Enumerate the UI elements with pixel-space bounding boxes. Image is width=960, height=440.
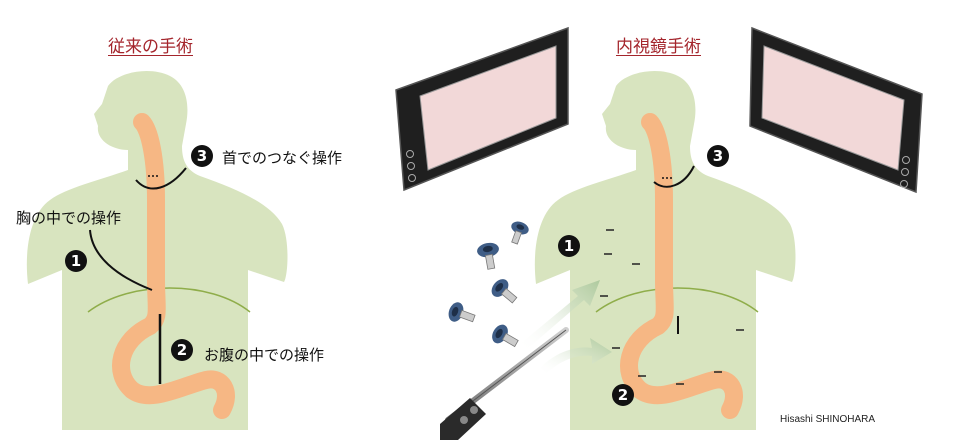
left-step-2-badge: 2 bbox=[171, 339, 193, 361]
right-panel-title: 内視鏡手術 bbox=[616, 37, 701, 57]
right-step-1-badge: 1 bbox=[558, 235, 580, 257]
left-diaphragm bbox=[87, 287, 251, 313]
trocar-port-icon bbox=[448, 302, 476, 323]
left-panel-title: 従来の手術 bbox=[108, 37, 193, 57]
right-port-marks bbox=[600, 229, 744, 385]
left-step-3-badge: 3 bbox=[191, 145, 213, 167]
left-body-figure bbox=[26, 71, 288, 431]
right-diaphragm bbox=[595, 287, 759, 313]
trocar-port-icon bbox=[477, 242, 499, 270]
left-monitor bbox=[395, 26, 569, 192]
left-chest-incision bbox=[89, 229, 153, 291]
right-esophagus bbox=[620, 113, 743, 419]
right-step-3-badge: 3 bbox=[707, 145, 729, 167]
trocar-port-icon bbox=[492, 324, 519, 348]
left-step-3-label: 首でのつなぐ操作 bbox=[222, 149, 343, 167]
left-neck-incision bbox=[135, 167, 187, 190]
right-step-2-badge: 2 bbox=[612, 384, 634, 406]
right-body-figure bbox=[534, 71, 796, 431]
left-step-1-label: 胸の中での操作 bbox=[16, 209, 122, 227]
right-monitor bbox=[749, 26, 923, 194]
trocar-port-icon bbox=[491, 279, 518, 304]
right-neck-incision bbox=[653, 165, 695, 188]
trocar-ports bbox=[448, 221, 529, 348]
insertion-arrow-lower bbox=[540, 338, 612, 374]
trocar-port-icon bbox=[511, 221, 529, 245]
left-step-1-badge: 1 bbox=[65, 250, 87, 272]
insertion-arrow-upper bbox=[520, 280, 600, 350]
left-step-2-label: お腹の中での操作 bbox=[204, 346, 325, 364]
left-esophagus bbox=[112, 113, 235, 419]
author-credit: Hisashi SHINOHARA bbox=[780, 414, 876, 425]
endoscope bbox=[440, 327, 569, 440]
